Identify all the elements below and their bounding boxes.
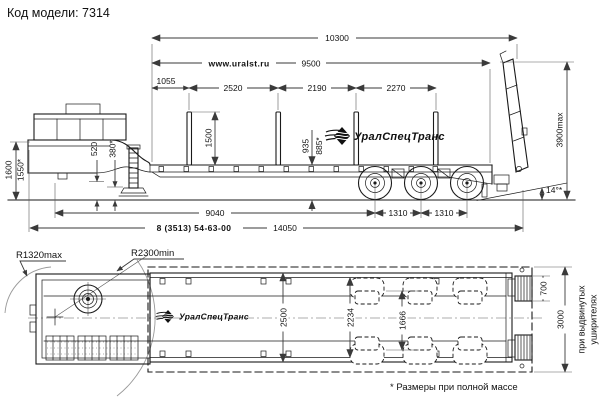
brand-logo-plan: УралСпецТранс	[155, 309, 249, 324]
dim-stake-bay-2: 2190	[308, 83, 327, 93]
dim-stake-bay-3: 2270	[387, 83, 406, 93]
ramp-side	[502, 58, 529, 173]
stakes	[186, 111, 439, 166]
dim-deck-height-laden: 885*	[314, 137, 324, 155]
side-view: УралСпецТранс 10300	[4, 32, 576, 234]
dim-front-overhang: 1055	[157, 76, 176, 86]
kingpin-plan	[73, 284, 103, 314]
kingpin-side	[57, 172, 68, 180]
extension-lines-side	[10, 44, 574, 232]
dim-gooseneck-height-empty: 1600	[4, 160, 14, 179]
brand-logo-text: УралСпецТранс	[354, 131, 445, 143]
dim-axle-spacing-2: 1310	[435, 208, 454, 218]
dim-extended-width: 3000	[556, 310, 566, 329]
brand-website: www.uralst.ru	[207, 59, 269, 69]
dim-track-width: 1666	[398, 311, 408, 330]
dim-overall-length: 14050	[273, 223, 297, 233]
radius-inner-label: R1320max	[16, 250, 62, 261]
wheels-plan	[349, 277, 488, 365]
deck-side	[149, 111, 493, 185]
radius-outer-label: R2300min	[131, 248, 174, 259]
rear-ramp	[476, 50, 568, 201]
dimensions-side: 10300 www.uralst.ru 9500 1055 2520 2190 …	[4, 32, 571, 234]
dim-overall-with-ramp: 10300	[325, 33, 349, 43]
dim-kingpin-to-axle: 9040	[206, 208, 225, 218]
dim-gooseneck-height-laden: 1550*	[16, 158, 26, 181]
dim-coupling-height-empty: 520	[89, 142, 99, 156]
grating	[45, 335, 139, 361]
dim-deck-height-empty: 935	[301, 139, 311, 153]
extended-note-line1: при выдвинутых	[577, 285, 587, 354]
dim-coupling-height-laden: 380*	[108, 140, 118, 158]
ramps-plan	[507, 267, 533, 369]
wheels-side	[357, 165, 488, 201]
dim-axle-spacing-1: 1310	[389, 208, 408, 218]
dim-ramp-raised-height: 3900max	[555, 112, 565, 148]
dim-platform-width: 2500	[279, 308, 289, 327]
loading-angle-line	[476, 182, 568, 201]
brand-phone: 8 (3513) 54-63-00	[157, 223, 232, 233]
dimensions-plan: 2500 2234 1666 700 3000	[277, 266, 599, 373]
mud-flap	[481, 183, 488, 198]
dim-platform-length: 9500	[302, 59, 321, 69]
landing-leg	[118, 144, 149, 197]
turning-radii: R1320max R2300min	[4, 248, 184, 397]
brand-logo-side: УралСпецТранс	[324, 126, 445, 146]
extended-width-outline	[147, 266, 533, 373]
dim-loading-angle: 14°*	[546, 185, 563, 195]
gooseneck-side	[27, 103, 151, 180]
dim-stake-height: 1500	[204, 128, 214, 147]
platform-plan: УралСпецТранс	[147, 266, 533, 373]
plan-view: R1320max R2300min	[4, 248, 599, 397]
brand-logo-text-plan: УралСпецТранс	[179, 312, 249, 322]
extended-note-line2: уширителях	[589, 294, 599, 345]
dim-inner-width: 2234	[346, 308, 356, 327]
footnote: * Размеры при полной массе	[390, 382, 518, 393]
stake-pockets-side	[158, 166, 438, 172]
page-title: Код модели: 7314	[7, 6, 110, 20]
dim-stake-bay-1: 2520	[224, 83, 243, 93]
gooseneck-plan	[29, 273, 151, 365]
dim-ramp-width: 700	[539, 281, 549, 295]
